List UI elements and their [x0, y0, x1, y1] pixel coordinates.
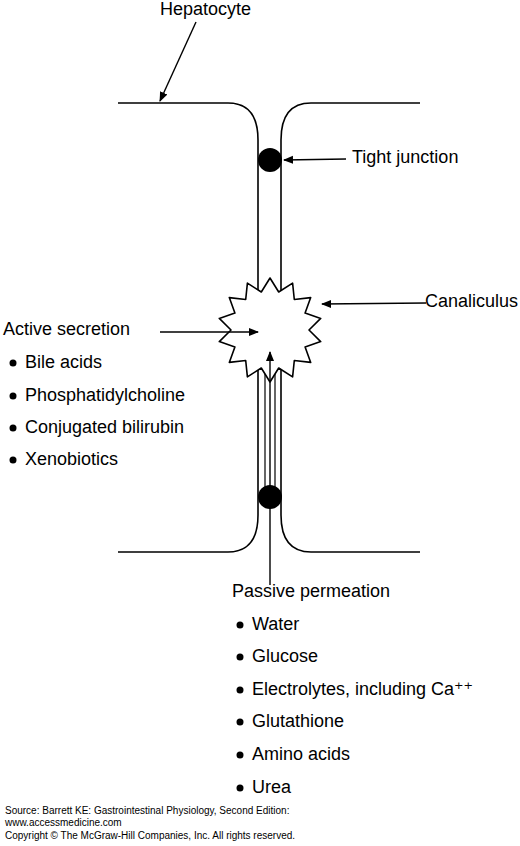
bullet [237, 654, 244, 661]
bullet [10, 425, 17, 432]
list-item: Amino acids [252, 744, 350, 766]
part-label: Canaliculus [425, 291, 518, 313]
source-note: www.accessmedicine.com [5, 817, 122, 829]
channel-line [264, 360, 265, 505]
list-item: Bile acids [25, 352, 102, 374]
list-heading: Active secretion [3, 319, 130, 341]
list-heading: Passive permeation [232, 581, 390, 603]
part-label: Tight junction [352, 147, 458, 169]
bullet [10, 457, 17, 464]
list-item: Glucose [252, 646, 318, 668]
list-item: Electrolytes, including Ca⁺⁺ [252, 679, 473, 701]
part-label: Hepatocyte [160, 0, 251, 21]
bullet [237, 687, 244, 694]
leader-arrow [160, 22, 196, 101]
bullet [10, 360, 17, 367]
list-item: Phosphatidylcholine [25, 385, 185, 407]
leader-arrow [322, 303, 426, 304]
bullet [10, 393, 17, 400]
list-item: Glutathione [252, 711, 344, 733]
source-note: Source: Barrett KE: Gastrointestinal Phy… [5, 805, 289, 817]
list-item: Water [252, 614, 299, 636]
bullet [237, 752, 244, 759]
bullet [237, 622, 244, 629]
tight-junction-dot [258, 148, 282, 172]
bullet [237, 785, 244, 792]
source-note: Copyright © The McGraw-Hill Companies, I… [5, 830, 295, 842]
leader-arrow [160, 331, 258, 332]
leader-arrow [284, 159, 346, 160]
list-item: Urea [252, 777, 291, 799]
list-item: Xenobiotics [25, 449, 118, 471]
flow-arrow [269, 352, 270, 585]
bullet [237, 719, 244, 726]
channel-line [274, 360, 275, 505]
list-item: Conjugated bilirubin [25, 417, 184, 439]
